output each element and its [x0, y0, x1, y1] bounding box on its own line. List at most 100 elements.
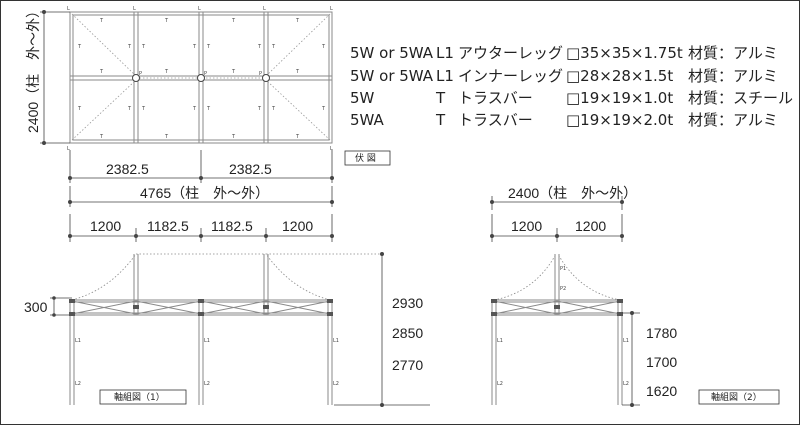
spec-row-4-name: トラスバー: [458, 111, 533, 129]
spec-row-1-material: 材質：アルミ: [688, 44, 778, 62]
svg-text:T: T: [295, 69, 300, 75]
svg-text:L2: L2: [497, 381, 503, 387]
plan-half-width-dimension: [68, 150, 334, 183]
elevation-2-legs: [491, 300, 623, 405]
elevation-1-height-2: 2850: [392, 325, 423, 341]
svg-text:L2: L2: [204, 381, 210, 387]
svg-text:T: T: [77, 106, 82, 112]
svg-text:T: T: [206, 44, 211, 50]
svg-text:T: T: [321, 106, 326, 112]
spec-row-3-size: □19×19×1.0t: [566, 89, 673, 107]
svg-text:T: T: [141, 106, 146, 112]
svg-text:P: P: [139, 71, 142, 77]
svg-text:T: T: [99, 134, 104, 140]
svg-text:L1: L1: [204, 338, 210, 344]
elevation-2-height-3: 1620: [646, 383, 677, 399]
elevation-2-post-marks: P1 P2: [560, 266, 566, 292]
spec-row-1-size: □35×35×1.75t: [566, 44, 683, 62]
svg-text:L: L: [330, 6, 333, 12]
spec-row-2-name: インナーレッグ: [458, 67, 563, 85]
elevation-1-span-dimension: [68, 214, 334, 242]
spec-row-1-model: 5W or 5WA: [350, 44, 434, 62]
elevation-1-leg-marks: L1 L2 L1 L2 L1 L2: [75, 338, 339, 387]
svg-text:T: T: [271, 106, 276, 112]
elevation-2-width-label: 2400（柱 外～外）: [508, 185, 637, 201]
elevation-2-caption: 軸組図（2）: [711, 391, 762, 403]
svg-text:L: L: [263, 6, 266, 12]
svg-text:T: T: [257, 44, 262, 50]
svg-text:T: T: [77, 44, 82, 50]
plan-view: T T T T T T T T T T T T T T T T T T T T …: [25, 4, 391, 207]
plan-right-half-label: 2382.5: [229, 161, 272, 177]
elevation-2-span-2: 1200: [575, 218, 606, 234]
svg-text:P: P: [204, 71, 207, 77]
svg-text:L2: L2: [75, 381, 81, 387]
spec-row-3-material: 材質：スチール: [688, 89, 793, 107]
spec-row-3-name: トラスバー: [458, 89, 533, 107]
plan-caption: 伏 図: [355, 152, 376, 164]
svg-text:T: T: [206, 106, 211, 112]
elevation-2-leg-marks: L1 L2 L1 L2: [497, 338, 629, 387]
svg-text:P1: P1: [560, 266, 566, 272]
plan-total-width-dimension: [68, 186, 334, 207]
spec-row-4-part: T: [435, 111, 446, 129]
svg-text:L1: L1: [75, 338, 81, 344]
svg-text:L: L: [330, 146, 333, 152]
svg-text:T: T: [127, 44, 132, 50]
plan-hubs: [132, 74, 270, 82]
svg-text:L: L: [133, 6, 136, 12]
svg-text:L: L: [67, 146, 70, 152]
svg-text:T: T: [321, 44, 326, 50]
svg-text:T: T: [192, 44, 197, 50]
elevation-1-caption-box: [99, 389, 187, 405]
svg-text:T: T: [271, 44, 276, 50]
spec-row-1-part: L1: [436, 44, 454, 62]
plan-truss-marks: T T T T T T T T T T T T T T T T T T T T …: [67, 6, 333, 152]
svg-text:T: T: [127, 106, 132, 112]
elevation-1-joints: [69, 299, 333, 316]
elevation-1-legs: [69, 254, 333, 405]
spec-row-1-name: アウターレッグ: [458, 44, 563, 62]
elevation-1-span-3: 1182.5: [211, 218, 253, 234]
elevation-2-caption-box: [698, 389, 780, 405]
elevation-1-span-1: 1200: [90, 218, 121, 234]
elevation-1-span-2: 1182.5: [147, 218, 189, 234]
svg-text:T: T: [295, 134, 300, 140]
spec-row-4-size: □19×19×2.0t: [566, 111, 673, 129]
elevation-1-height-3: 2770: [392, 357, 423, 373]
eave-drop-dimension: [50, 296, 72, 317]
spec-row-2-size: □28×28×1.5t: [566, 67, 673, 85]
svg-text:T: T: [231, 134, 236, 140]
svg-text:L: L: [67, 6, 70, 12]
elevation-2-span-dimension: [489, 214, 625, 242]
elevation-2-center-post: [554, 254, 560, 315]
spec-row-3-model: 5W: [350, 89, 375, 107]
elevation-2-span-1: 1200: [511, 218, 542, 234]
svg-text:T: T: [164, 69, 169, 75]
svg-text:L1: L1: [497, 338, 503, 344]
svg-text:T: T: [231, 18, 236, 24]
svg-text:T: T: [257, 106, 262, 112]
elevation-2-height-2: 1700: [646, 354, 677, 370]
svg-text:T: T: [295, 18, 300, 24]
svg-text:P: P: [259, 71, 262, 77]
plan-left-half-label: 2382.5: [106, 161, 149, 177]
elevation-2-width-dimension: [489, 196, 625, 210]
eave-drop-label: 300: [24, 299, 48, 315]
plan-height-label: 2400（柱 外～外）: [25, 4, 41, 133]
spec-row-3-part: T: [435, 89, 446, 107]
elevation-2: 2400（柱 外～外） 1200 1200 P1 P2: [489, 185, 780, 407]
svg-text:T: T: [192, 106, 197, 112]
svg-text:L1: L1: [623, 338, 629, 344]
elevation-2-truss: [492, 299, 622, 316]
elevation-2-roof: [493, 253, 621, 301]
svg-text:L: L: [198, 6, 201, 12]
svg-text:T: T: [164, 134, 169, 140]
plan-height-dimension: [40, 9, 70, 145]
elevation-1-span-4: 1200: [282, 218, 313, 234]
roof-diagonals: [71, 13, 331, 141]
elevation-2-height-dimension: [622, 310, 640, 407]
elevation-1-height-1: 2930: [392, 295, 423, 311]
svg-text:T: T: [164, 18, 169, 24]
elevation-2-height-1: 1780: [646, 325, 677, 341]
